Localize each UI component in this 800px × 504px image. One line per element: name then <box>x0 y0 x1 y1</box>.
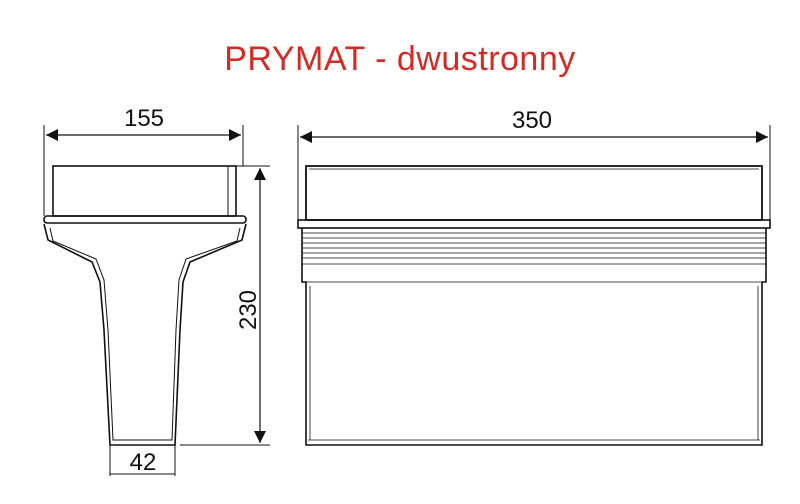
dim-label-155: 155 <box>124 105 164 132</box>
dim-height: 230 <box>180 165 270 446</box>
side-flange <box>43 215 247 224</box>
dim-label-42: 42 <box>130 449 157 476</box>
side-body-inner <box>49 227 241 441</box>
side-top-box <box>52 165 237 217</box>
front-top-box <box>305 165 763 221</box>
dim-label-230: 230 <box>235 290 262 330</box>
dim-label-350: 350 <box>512 107 552 134</box>
front-body-outer <box>301 228 767 446</box>
side-profile-view <box>43 165 247 446</box>
diagram-title: PRYMAT - dwustronny <box>224 40 576 78</box>
front-ribs <box>302 232 766 441</box>
dim-top-width-left: 155 <box>43 105 244 216</box>
front-view <box>297 165 771 446</box>
front-flange <box>297 219 771 229</box>
dim-bottom-width: 42 <box>109 445 176 476</box>
side-body-outer <box>43 223 247 446</box>
dim-top-width-right: 350 <box>297 107 771 220</box>
